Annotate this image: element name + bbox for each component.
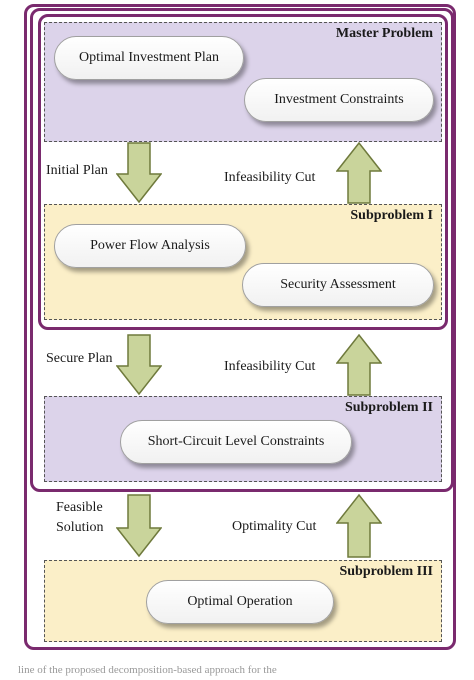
arrow-down-secure-plan [116,334,162,396]
optimality-cut-label: Optimality Cut [232,519,317,534]
initial-plan-label: Initial Plan [46,163,108,178]
master-problem-title: Master Problem [335,26,433,41]
solution-label: Solution [56,520,104,535]
infeasibility-cut-label-2: Infeasibility Cut [224,359,316,374]
subproblem-3-title: Subproblem III [339,564,433,579]
arrow-down-feasible-solution [116,494,162,558]
security-assessment-box: Security Assessment [242,263,434,307]
secure-plan-label: Secure Plan [46,351,113,366]
subproblem-2-title: Subproblem II [344,400,433,415]
feasible-label: Feasible [56,500,103,515]
arrow-down-initial-plan [116,142,162,204]
power-flow-analysis-box: Power Flow Analysis [54,224,246,268]
investment-constraints-box: Investment Constraints [244,78,434,122]
subproblem-1-title: Subproblem I [350,208,433,223]
figure-caption: line of the proposed decomposition-based… [18,664,277,676]
short-circuit-constraints-box: Short-Circuit Level Constraints [120,420,352,464]
outer-frame [24,4,456,650]
arrow-up-infeasibility-cut-2 [336,334,382,396]
optimal-investment-plan-box: Optimal Investment Plan [54,36,244,80]
inner-frame-master-sub1 [38,14,448,330]
arrow-up-optimality-cut [336,494,382,558]
infeasibility-cut-label-1: Infeasibility Cut [224,170,316,185]
arrow-up-infeasibility-cut-1 [336,142,382,204]
optimal-operation-box: Optimal Operation [146,580,334,624]
middle-frame-master-sub2 [30,8,454,492]
